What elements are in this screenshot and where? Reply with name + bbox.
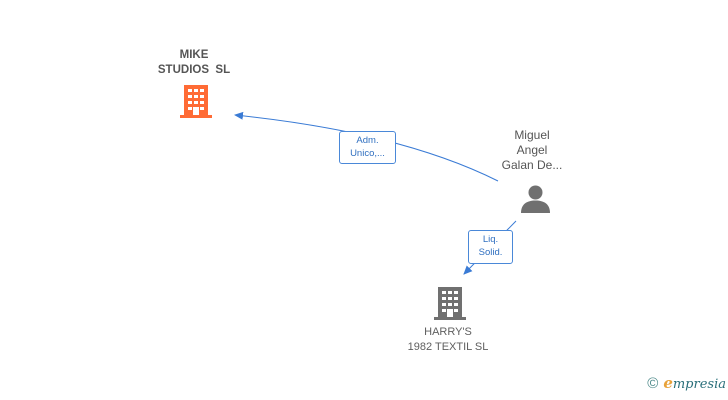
brand-logo-initial: e bbox=[663, 374, 673, 392]
edge-label-adm-unico[interactable]: Adm. Unico,... bbox=[339, 131, 396, 164]
node-label-harrys: HARRY'S 1982 TEXTIL SL bbox=[407, 326, 489, 353]
building-icon[interactable] bbox=[433, 285, 467, 321]
node-label-miguel: Miguel Angel Galan De... bbox=[501, 128, 563, 172]
edge-label-liq-solid[interactable]: Liq. Solid. bbox=[468, 230, 513, 264]
edge-label-line: Liq. bbox=[482, 234, 499, 245]
person-icon[interactable] bbox=[520, 184, 551, 214]
brand-logo-text: empresia bbox=[663, 374, 726, 394]
edge-label-line: Solid. bbox=[478, 247, 503, 258]
edge-label-line: Unico,... bbox=[350, 148, 385, 159]
copyright-icon: © bbox=[647, 375, 659, 392]
brand-logo-rest: mpresia bbox=[672, 377, 726, 392]
edge-label-line: Adm. bbox=[356, 135, 379, 146]
building-icon[interactable] bbox=[179, 83, 213, 119]
node-label-mike-studios: MIKE STUDIOS SL bbox=[157, 49, 231, 76]
brand-watermark: © empresia bbox=[647, 374, 726, 394]
